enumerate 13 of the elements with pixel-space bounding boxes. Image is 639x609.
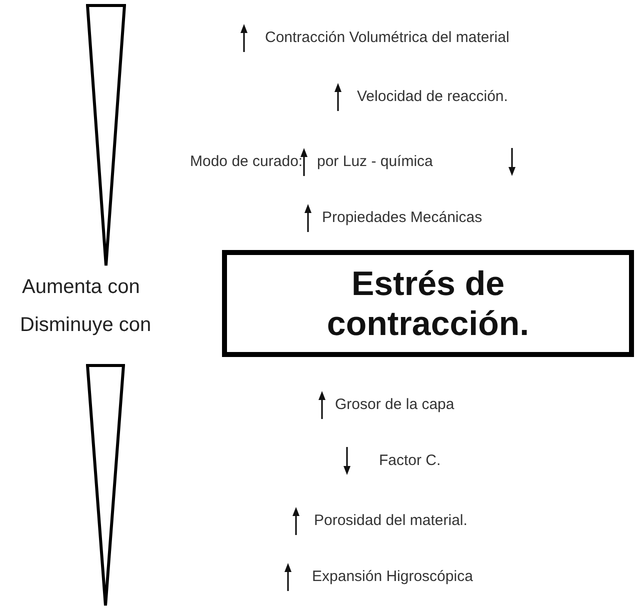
factor-label: Contracción Volumétrica del material — [265, 28, 510, 48]
factor-label: Velocidad de reacción. — [357, 87, 508, 107]
title-box — [222, 250, 634, 357]
factor-label: Modo de curado: — [190, 152, 303, 172]
factor-label: Expansión Higroscópica — [312, 567, 473, 587]
factor-label: Porosidad del material. — [314, 511, 468, 531]
factor-label: por Luz - química — [317, 152, 433, 172]
side-label: Aumenta con — [22, 275, 140, 299]
side-label: Disminuye con — [20, 313, 152, 337]
factor-label: Factor C. — [379, 451, 441, 471]
box-title: Estrés de contracción. — [326, 264, 530, 344]
factor-label: Grosor de la capa — [335, 395, 454, 415]
factor-label: Propiedades Mecánicas — [322, 208, 482, 228]
